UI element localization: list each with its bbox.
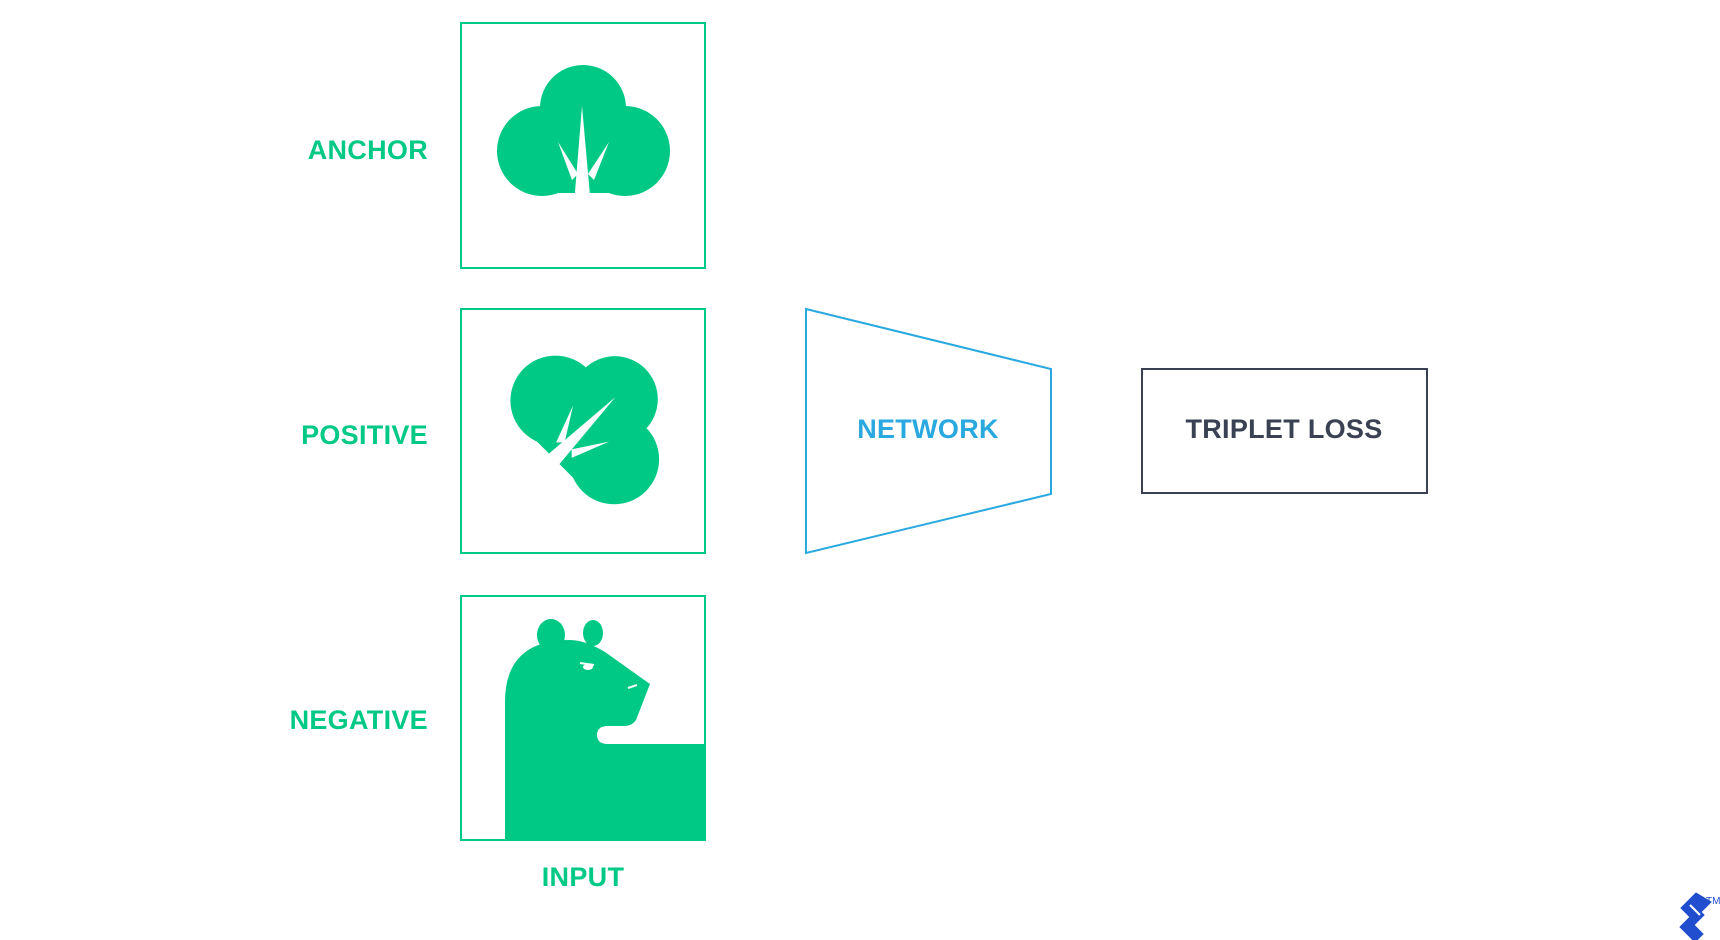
triplet-loss-label: TRIPLET LOSS	[1185, 414, 1382, 444]
positive-image-frame	[460, 308, 706, 554]
network-label: NETWORK	[857, 414, 999, 444]
triplet-loss-block	[1141, 368, 1428, 494]
tree-icon	[497, 65, 670, 229]
anchor-image-frame	[460, 22, 706, 269]
positive-label: POSITIVE	[301, 420, 428, 450]
toptal-logo-icon	[1679, 892, 1712, 940]
negative-image-frame	[460, 595, 706, 841]
bear-icon	[505, 619, 706, 840]
network-block	[805, 307, 1052, 555]
trademark-symbol: TM	[1706, 896, 1720, 907]
input-caption: INPUT	[542, 862, 625, 892]
anchor-label: ANCHOR	[308, 135, 428, 165]
tilted-tree-icon	[510, 355, 660, 505]
negative-label: NEGATIVE	[290, 705, 428, 735]
